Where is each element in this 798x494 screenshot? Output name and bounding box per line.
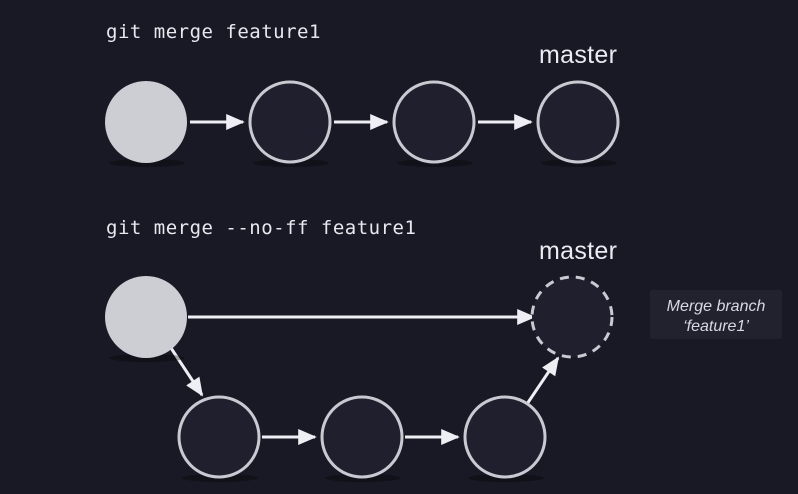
merge-message-box — [650, 290, 782, 339]
edge-root-to-feature1 — [169, 347, 204, 397]
command-label-noff: git merge --no-ff feature1 — [106, 217, 416, 239]
commit-node-feature-3[interactable] — [463, 395, 547, 479]
branch-label-master-ff: master — [539, 41, 617, 69]
edge-feature3-to-merge — [525, 356, 560, 405]
merge-commit-node[interactable] — [530, 275, 614, 359]
branch-label-master-noff: master — [539, 237, 617, 265]
commit-node-1-ff[interactable] — [248, 80, 332, 164]
command-label-ff: git merge feature1 — [106, 21, 321, 43]
commit-node-head-ff[interactable] — [536, 80, 620, 164]
commit-node-2-ff[interactable] — [392, 80, 476, 164]
commit-node-feature-2[interactable] — [320, 395, 404, 479]
merge-message-line2: ‘feature1’ — [683, 318, 749, 335]
commit-node-root-ff[interactable] — [105, 81, 187, 163]
commit-node-feature-1[interactable] — [177, 395, 261, 479]
merge-message-line1: Merge branch — [667, 298, 766, 315]
commit-node-root-noff[interactable] — [105, 276, 187, 358]
